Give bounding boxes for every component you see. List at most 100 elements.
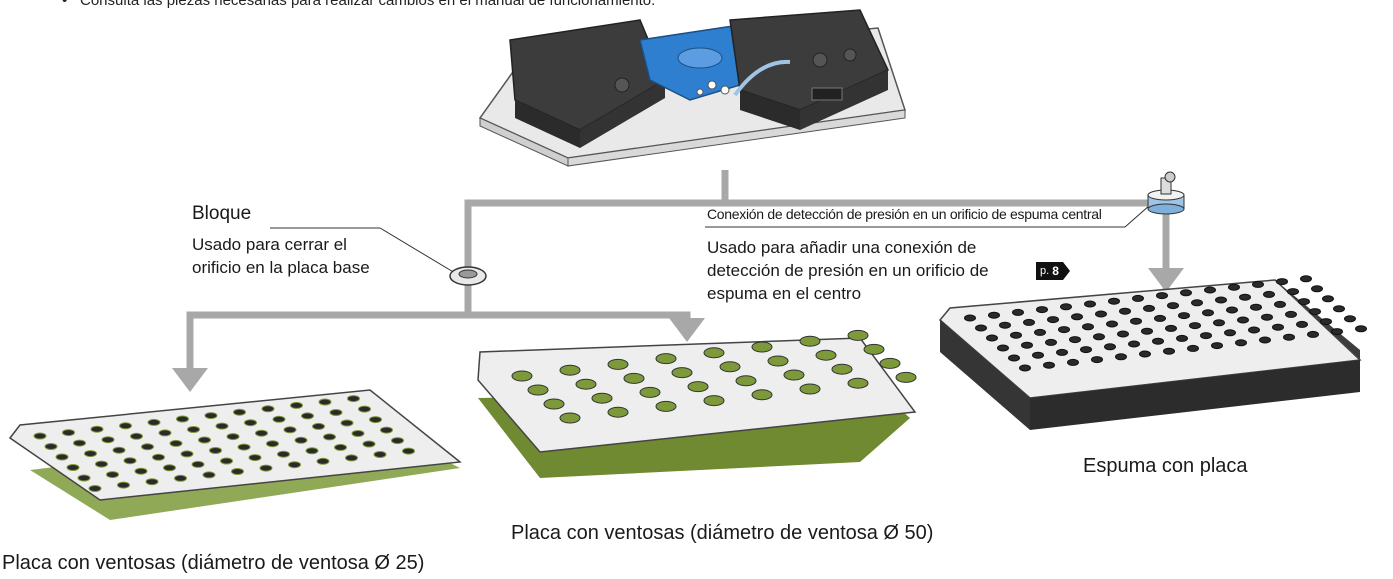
- suction-cup-hole: [294, 436, 308, 444]
- foam-hole: [1036, 306, 1048, 314]
- foam-hole: [1283, 333, 1295, 341]
- suction-cup: [671, 367, 693, 379]
- foam-hole: [1047, 316, 1059, 324]
- foam-hole: [1117, 330, 1129, 338]
- foam-hole: [1069, 336, 1081, 344]
- suction-cup-hole: [277, 450, 290, 458]
- suction-cup: [511, 370, 533, 382]
- foam-hole: [1071, 313, 1083, 321]
- foam-hole: [1202, 309, 1214, 317]
- page-reference[interactable]: p.8: [1036, 262, 1070, 280]
- plate-cups-25: [8, 389, 462, 520]
- suction-cup-hole: [266, 440, 279, 448]
- suction-cup-hole: [261, 405, 275, 413]
- suction-cup-hole: [90, 425, 104, 433]
- page-ref-prefix: p.: [1040, 265, 1050, 277]
- foam-hole: [1139, 350, 1151, 358]
- suction-cup: [831, 363, 853, 375]
- foam-hole: [1204, 286, 1216, 294]
- suction-cup-hole: [176, 415, 189, 423]
- suction-cup-hole: [231, 468, 244, 475]
- suction-cup: [799, 383, 821, 395]
- foam-hole: [1012, 308, 1024, 316]
- suction-cup-hole: [316, 457, 330, 465]
- suction-cup-hole: [347, 395, 360, 403]
- foam-hole: [1043, 361, 1055, 369]
- foam-hole: [1108, 297, 1120, 305]
- suction-cup-hole: [130, 432, 143, 440]
- suction-cup-hole: [62, 429, 75, 437]
- foam-hole: [1287, 288, 1299, 296]
- foam-hole: [1259, 336, 1271, 344]
- suction-cup-hole: [191, 460, 205, 468]
- connector-main: [721, 170, 1170, 290]
- suction-cup-hole: [237, 443, 251, 451]
- foam-hole: [1060, 303, 1072, 311]
- suction-cup-hole: [283, 426, 297, 434]
- suction-cup-hole: [117, 481, 130, 489]
- foam-hole: [1141, 327, 1153, 335]
- foam-hole: [1178, 312, 1190, 320]
- suction-cup-hole: [163, 464, 176, 472]
- foam-hole: [1023, 318, 1035, 326]
- suction-cup-hole: [147, 418, 161, 426]
- suction-cup-hole: [55, 453, 69, 461]
- foam-hole: [1165, 324, 1177, 332]
- foam-hole: [1248, 326, 1260, 334]
- foam-hole: [1156, 292, 1168, 300]
- suction-cup-hole: [73, 439, 86, 447]
- suction-cup: [559, 412, 581, 424]
- connector-left-branch: [464, 199, 725, 315]
- foam-hole: [1226, 306, 1238, 314]
- foam-hole: [1104, 343, 1116, 351]
- suction-cup-hole: [123, 457, 137, 465]
- suction-cup: [847, 329, 869, 341]
- block-title: Bloque: [192, 203, 252, 224]
- suction-cup: [591, 392, 613, 404]
- foam-hole: [999, 321, 1011, 329]
- foam-hole: [1296, 320, 1308, 328]
- foam-hole: [1272, 323, 1284, 331]
- suction-cup: [879, 357, 901, 369]
- suction-cup-hole: [84, 450, 97, 458]
- foam-hole: [1091, 356, 1103, 364]
- foam-hole: [1224, 329, 1236, 337]
- suction-cup-hole: [152, 453, 165, 461]
- hub-cap: [677, 47, 723, 69]
- suction-cup: [847, 377, 869, 389]
- foam-hole: [1082, 323, 1094, 331]
- suction-cup-hole: [220, 457, 233, 465]
- connector-to-plate-50: [468, 311, 691, 319]
- suction-cup-hole: [106, 471, 119, 479]
- suction-cup-hole: [112, 446, 126, 454]
- suction-cup-hole: [345, 454, 358, 462]
- arrow-to-plate-50: [669, 318, 705, 342]
- suction-cup: [559, 364, 581, 376]
- foam-hole: [1211, 342, 1223, 350]
- foam-hole: [1067, 358, 1079, 366]
- block-description: Usado para cerrar el orificio en la plac…: [192, 235, 370, 277]
- foam-hole: [1056, 348, 1068, 356]
- suction-cup-hole: [95, 460, 108, 468]
- foam-hole: [1045, 338, 1057, 346]
- foam-hole: [1285, 310, 1297, 318]
- suction-cup-hole: [369, 416, 382, 424]
- foam-hole: [1058, 326, 1070, 334]
- suction-cup-hole: [101, 436, 115, 444]
- suction-cup-hole: [255, 429, 268, 437]
- suction-cup-hole: [362, 440, 376, 448]
- foam-hole: [1355, 325, 1367, 333]
- foam-holes: [964, 275, 1367, 372]
- foam-hole: [986, 334, 998, 342]
- plate-50-cups: [511, 329, 917, 424]
- suction-cup: [543, 398, 565, 410]
- arrow-to-foam: [1148, 268, 1184, 292]
- suction-cup-hole: [391, 437, 404, 445]
- foam-hole: [975, 324, 987, 332]
- foam-hole: [1298, 298, 1310, 306]
- foam-hole: [997, 344, 1009, 352]
- foam-hole: [1213, 319, 1225, 327]
- suction-cup: [863, 343, 885, 355]
- foam-hole: [1320, 318, 1332, 326]
